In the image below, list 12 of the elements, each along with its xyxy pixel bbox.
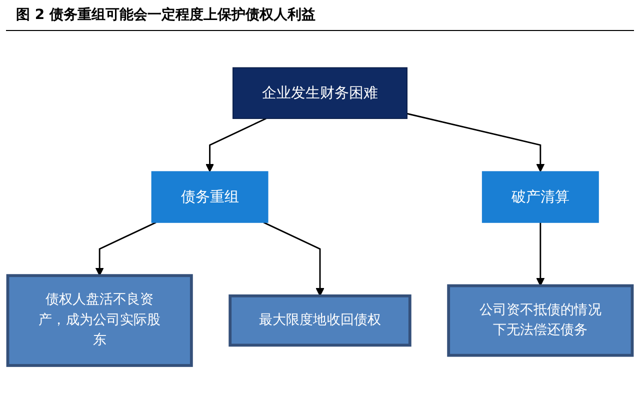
node-box: 债权人盘活不良资产，成为公司实际股东 (6, 274, 193, 368)
node-box: 债务重组 (151, 172, 268, 224)
arrow (536, 222, 545, 286)
figure-title: 图 2 债务重组可能会一定程度上保护债权人利益 (6, 0, 634, 31)
node-box: 公司资不抵债的情况下无法偿还债务 (447, 284, 634, 358)
arrow (95, 222, 156, 276)
node-box: 最大限度地收回债权 (228, 294, 412, 348)
arrow (406, 113, 545, 172)
arrow (206, 118, 266, 172)
node-box: 企业发生财务困难 (232, 68, 408, 120)
node-box: 破产清算 (482, 172, 599, 224)
arrow (263, 222, 324, 297)
